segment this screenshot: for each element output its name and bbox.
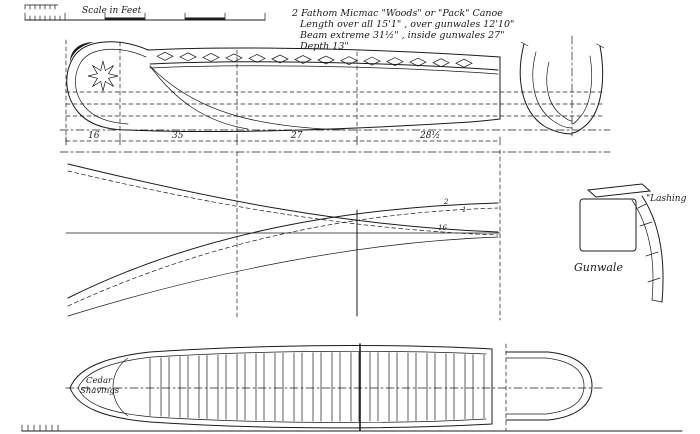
plate-border bbox=[21, 424, 683, 432]
title-line-1: 2 Fathom Micmac "Woods" or "Pack" Canoe bbox=[291, 8, 503, 19]
rib bbox=[358, 352, 371, 422]
section-curve bbox=[519, 43, 573, 135]
rib bbox=[244, 352, 257, 422]
sheer-line bbox=[147, 47, 501, 58]
corner-ruler bbox=[24, 4, 59, 10]
corner-ruler-ticks bbox=[24, 4, 56, 10]
rib bbox=[282, 352, 295, 422]
rib bbox=[453, 352, 466, 422]
diamond-decoration-band bbox=[156, 51, 473, 68]
rib bbox=[301, 352, 314, 422]
bow-tip-shading bbox=[70, 42, 94, 62]
rib bbox=[396, 352, 409, 422]
keel-profile-line bbox=[127, 118, 501, 133]
rib bbox=[225, 352, 238, 422]
dimension-label-16: 16 bbox=[88, 131, 100, 141]
rib-strip-hatch bbox=[639, 221, 663, 303]
bow-outer-curve bbox=[66, 41, 149, 131]
rib bbox=[320, 352, 333, 422]
gunwale-cap-section bbox=[586, 183, 652, 198]
scale-bar: Scale in Feet bbox=[24, 6, 266, 21]
cedar-label-line2: Shavings bbox=[80, 386, 120, 396]
waterline-curve-dashed bbox=[67, 207, 499, 307]
scale-bar-major-ticks bbox=[24, 12, 266, 21]
scale-bar-filled-segment bbox=[105, 17, 145, 20]
rib bbox=[168, 352, 181, 422]
bilge-curve bbox=[149, 65, 346, 131]
scale-bar-label: Scale in Feet bbox=[82, 6, 142, 16]
section-curve bbox=[571, 45, 604, 134]
gunwale-block-section bbox=[579, 198, 637, 252]
waterline-curve-dashed bbox=[67, 170, 499, 236]
waterline-number-1: 1 bbox=[462, 206, 466, 214]
section-curve bbox=[571, 55, 592, 125]
rib bbox=[149, 352, 162, 422]
profile-view: 16 35 27 28½ bbox=[59, 39, 611, 153]
rib bbox=[339, 352, 352, 422]
title-line-2: Length over all 15'1" , over gunwales 12… bbox=[299, 19, 514, 30]
rib bbox=[415, 352, 428, 422]
cedar-label-line1: Cedar bbox=[86, 376, 113, 386]
title-line-4: Depth 13" bbox=[299, 41, 349, 52]
bow-inner-curve bbox=[75, 48, 147, 125]
interior-plan-view: Cedar Shavings bbox=[65, 343, 605, 431]
title-block: 2 Fathom Micmac "Woods" or "Pack" Canoe … bbox=[291, 8, 514, 52]
dimension-ticks bbox=[65, 136, 501, 146]
waterline-curve bbox=[67, 202, 499, 299]
rib bbox=[206, 352, 219, 422]
dimension-label-35: 35 bbox=[172, 131, 184, 141]
lashing-leader-line bbox=[637, 203, 647, 209]
rib bbox=[472, 352, 485, 422]
cedar-shavings-boundary bbox=[112, 357, 129, 417]
rib bbox=[263, 352, 276, 422]
body-plan bbox=[519, 35, 605, 137]
rib-strip-inner bbox=[631, 199, 654, 301]
lashing-label: "Lashing bbox=[646, 194, 687, 204]
dimension-label-27: 27 bbox=[290, 131, 303, 141]
rib bbox=[187, 352, 200, 422]
waterline-curve bbox=[67, 163, 499, 233]
rib bbox=[434, 352, 447, 422]
bilge-curve bbox=[149, 65, 249, 130]
stern-bottom-detail bbox=[505, 343, 593, 431]
waterline-curve bbox=[67, 236, 499, 317]
dimension-label-28half: 28½ bbox=[419, 130, 440, 141]
scale-bar-minor-ticks bbox=[29, 15, 61, 21]
section-curve bbox=[546, 61, 573, 122]
rib-group bbox=[149, 352, 485, 422]
sheer-tick-marks bbox=[520, 41, 605, 49]
waterline-number-16: 16 bbox=[438, 224, 447, 232]
title-line-3: Beam extreme 31½" , inside gunwales 27" bbox=[299, 30, 505, 41]
rib-strip-outer bbox=[641, 195, 664, 303]
end-piece-outer bbox=[505, 351, 593, 421]
end-piece-inner bbox=[505, 357, 585, 415]
gunwale-label: Gunwale bbox=[574, 261, 623, 274]
gunwale-detail: "Lashing Gunwale bbox=[574, 183, 687, 303]
half-breadth-plan: 2 1 16 bbox=[65, 149, 501, 321]
bottom-border-ticks bbox=[21, 424, 59, 432]
inwale-outline bbox=[77, 350, 487, 423]
scale-bar-filled-segment bbox=[185, 17, 225, 20]
star-decoration bbox=[87, 60, 119, 92]
section-curve bbox=[532, 51, 573, 129]
waterline-number-2: 2 bbox=[443, 198, 449, 206]
inwale-line bbox=[149, 65, 499, 75]
gunwale-band-lower-line bbox=[149, 61, 499, 71]
rib bbox=[377, 352, 390, 422]
hull-outline bbox=[69, 345, 493, 429]
